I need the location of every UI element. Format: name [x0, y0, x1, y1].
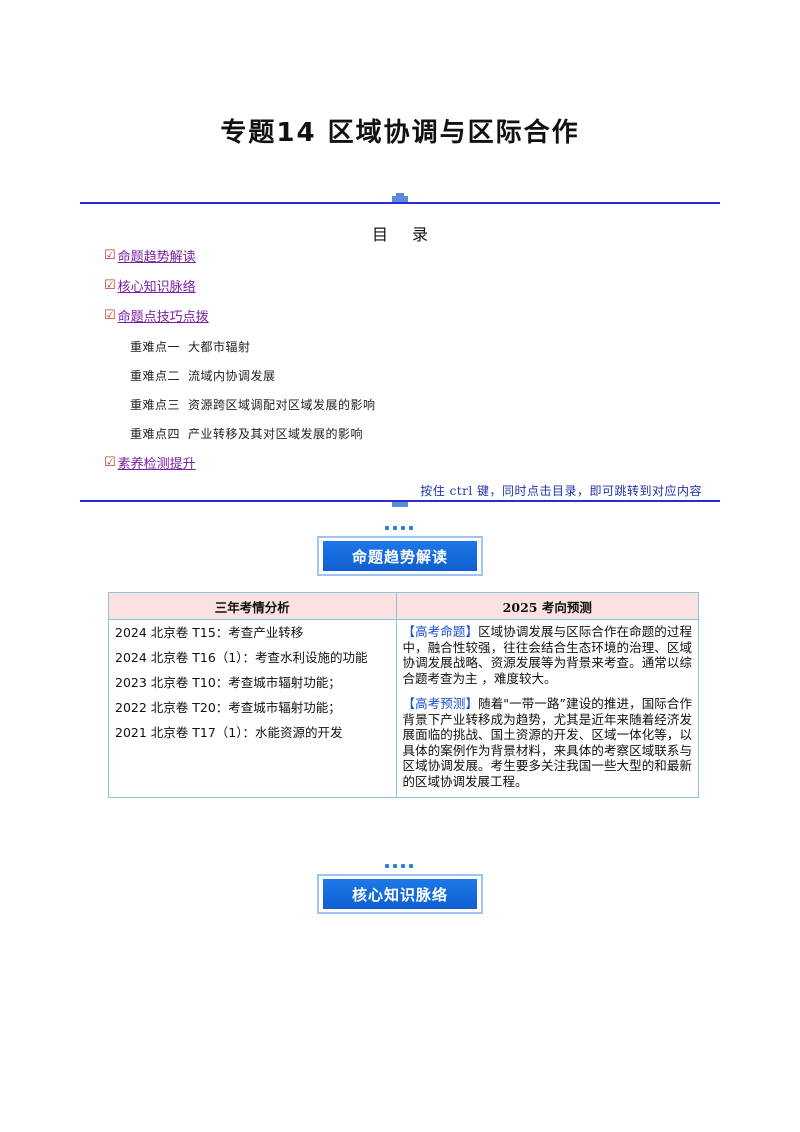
prediction-paragraph-1: 【高考命题】区域协调发展与区际合作在命题的过程中，融合性较强，往往会结合生态环境… — [403, 624, 692, 686]
banner-title: 核心知识脉络 — [323, 879, 477, 909]
banner-dots-icon — [369, 864, 429, 870]
exam-item: 2024 北京卷 T15：考查产业转移 — [115, 625, 304, 640]
prediction-tag: 【高考命题】 — [402, 624, 479, 639]
exam-item: 2024 北京卷 T16（1）：考查水利设施的功能 — [115, 650, 368, 665]
table-row: 2024 北京卷 T15：考查产业转移 2024 北京卷 T16（1）：考查水利… — [108, 619, 700, 798]
analysis-table: 三年考情分析 2025 考向预测 2024 北京卷 T15：考查产业转移 202… — [108, 592, 700, 798]
toc-bottom-ornament — [392, 502, 408, 507]
exam-item: 2023 北京卷 T10：考查城市辐射功能； — [115, 675, 341, 690]
prediction-text: 区域协调发展与区际合作在命题的过程中，融合性较强，往往会结合生态环境的治理、区域… — [402, 624, 692, 686]
toc-subitem-prefix: 重难点二 — [130, 369, 181, 383]
toc-subitem-4[interactable]: 重难点四产业转移及其对区域发展的影响 — [130, 425, 363, 442]
table-header-prediction: 2025 考向预测 — [395, 592, 700, 620]
section-banner-knowledge: 核心知识脉络 — [317, 864, 483, 914]
toc-subitem-text: 产业转移及其对区域发展的影响 — [188, 427, 364, 441]
toc-link-skills[interactable]: 命题点技巧点拨 — [117, 310, 209, 325]
toc-subitem-2[interactable]: 重难点二流域内协调发展 — [130, 367, 276, 384]
banner-title: 命题趋势解读 — [323, 541, 477, 571]
page-title: 专题14 区域协调与区际合作 — [220, 118, 580, 148]
toc-subitem-3[interactable]: 重难点三资源跨区域调配对区域发展的影响 — [130, 396, 376, 413]
section-banner-trend: 命题趋势解读 — [317, 526, 483, 576]
checkbox-icon: ☑ — [104, 308, 116, 323]
toc-subitem-text: 大都市辐射 — [188, 340, 251, 354]
checkbox-icon: ☑ — [104, 278, 116, 293]
toc-hint: 按住 ctrl 键，同时点击目录，即可跳转到对应内容 — [420, 484, 702, 498]
table-header-analysis: 三年考情分析 — [108, 592, 397, 620]
toc-link-trend[interactable]: 命题趋势解读 — [117, 250, 196, 265]
prediction-tag: 【高考预测】 — [402, 696, 479, 711]
exam-item: 2022 北京卷 T20：考查城市辐射功能； — [115, 700, 341, 715]
prediction-paragraph-2: 【高考预测】随着"一带一路”建设的推进，国际合作背景下产业转移成为趋势，尤其是近… — [403, 696, 692, 789]
toc-item-assessment[interactable]: ☑ 素养检测提升 — [104, 453, 196, 472]
toc-subitem-prefix: 重难点一 — [130, 340, 181, 354]
checkbox-icon: ☑ — [104, 248, 116, 263]
toc-top-divider — [80, 202, 720, 204]
toc-subitem-text: 流域内协调发展 — [188, 369, 276, 383]
exam-item: 2021 北京卷 T17（1）：水能资源的开发 — [115, 725, 343, 740]
table-header-row: 三年考情分析 2025 考向预测 — [108, 592, 700, 620]
toc-subitem-1[interactable]: 重难点一大都市辐射 — [130, 338, 251, 355]
toc-heading: 目录 — [371, 225, 452, 244]
toc-subitem-text: 资源跨区域调配对区域发展的影响 — [188, 398, 376, 412]
toc-item-trend[interactable]: ☑ 命题趋势解读 — [104, 246, 196, 265]
toc-bottom-divider — [80, 500, 720, 502]
checkbox-icon: ☑ — [104, 455, 116, 470]
toc-item-knowledge[interactable]: ☑ 核心知识脉络 — [104, 276, 196, 295]
toc-top-ornament — [396, 193, 404, 196]
toc-link-knowledge[interactable]: 核心知识脉络 — [117, 280, 196, 295]
toc-top-ornament-base — [392, 196, 408, 202]
exam-analysis-cell: 2024 北京卷 T15：考查产业转移 2024 北京卷 T16（1）：考查水利… — [108, 619, 397, 798]
prediction-text: 随着"一带一路”建设的推进，国际合作背景下产业转移成为趋势，尤其是近年来随着经济… — [402, 696, 692, 789]
banner-dots-icon — [369, 526, 429, 532]
toc-subitem-prefix: 重难点四 — [130, 427, 181, 441]
toc-item-skills[interactable]: ☑ 命题点技巧点拨 — [104, 306, 209, 325]
toc-link-assessment[interactable]: 素养检测提升 — [117, 457, 196, 472]
prediction-cell: 【高考命题】区域协调发展与区际合作在命题的过程中，融合性较强，往往会结合生态环境… — [395, 619, 700, 798]
toc-subitem-prefix: 重难点三 — [130, 398, 181, 412]
